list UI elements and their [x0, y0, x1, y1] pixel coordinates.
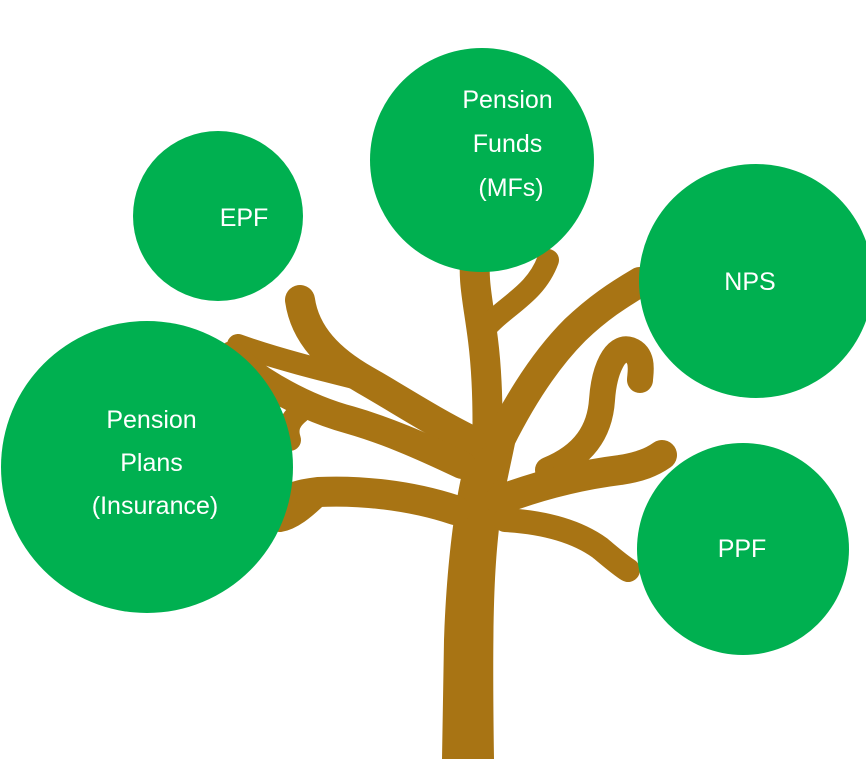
branch-nps-curl: [535, 336, 654, 483]
branch-plans-mid: [277, 401, 311, 451]
label-pension-funds-line-2: Funds: [473, 130, 542, 158]
label-pension-funds-line-1: Pension: [462, 86, 552, 114]
leaf-epf: [133, 131, 303, 301]
label-pension-plans: Pension Plans (Insurance): [92, 406, 218, 520]
label-ppf-line-1: PPF: [718, 535, 767, 563]
branch-ppf: [485, 440, 677, 515]
label-epf: EPF: [220, 204, 269, 232]
label-pension-funds: Pension Funds (MFs): [462, 86, 559, 202]
label-ppf: PPF: [718, 535, 767, 563]
label-nps-line-1: NPS: [724, 268, 775, 296]
label-pension-funds-line-3: (MFs): [478, 174, 543, 202]
branch-ppf-lower: [493, 508, 640, 582]
leaf-pension-funds: [370, 48, 594, 272]
tree-trunk: [218, 235, 677, 759]
leaf-pension-plans: [1, 321, 293, 613]
label-pension-plans-line-2: Plans: [120, 449, 183, 477]
labels: EPF Pension Funds (MFs) NPS Pension Plan…: [92, 86, 776, 563]
branch-nps: [485, 267, 655, 455]
leaf-ppf: [637, 443, 849, 655]
label-nps: NPS: [724, 268, 775, 296]
leaves: [1, 48, 866, 655]
branch-center-split: [473, 249, 559, 341]
leaf-nps: [639, 164, 866, 398]
label-pension-plans-line-3: (Insurance): [92, 492, 218, 520]
label-pension-plans-line-1: Pension: [106, 406, 196, 434]
branch-epf-twig: [227, 334, 381, 393]
label-epf-line-1: EPF: [220, 204, 269, 232]
branch-plans-low-twig: [270, 485, 330, 532]
